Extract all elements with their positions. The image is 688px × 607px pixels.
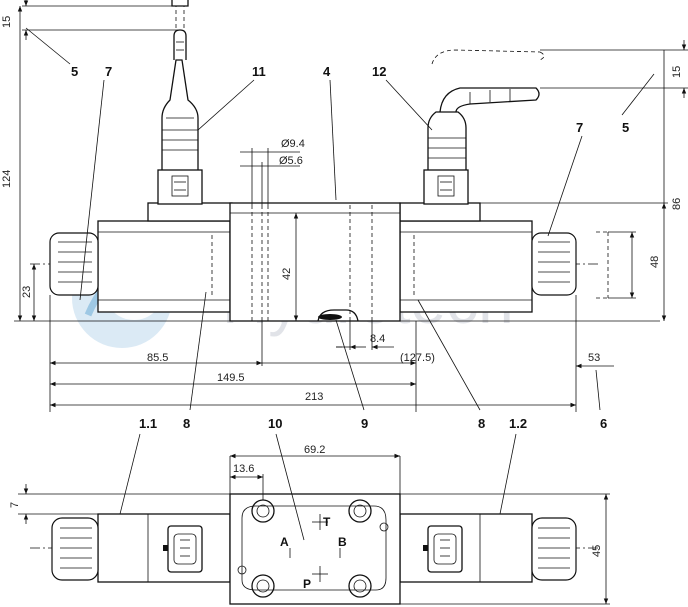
port-P: P <box>303 577 311 591</box>
solenoid-housing-right <box>399 220 533 313</box>
connector-socket-left <box>163 525 203 573</box>
connector-base-right <box>399 202 481 222</box>
dim-42: 42 <box>281 268 293 280</box>
dim-15-left: 15 <box>1 16 13 28</box>
callout-10: 10 <box>268 416 282 431</box>
callout-4: 4 <box>323 64 331 79</box>
callout-11: 11 <box>252 64 266 79</box>
callout-8-left: 8 <box>183 416 190 431</box>
port-labels: T A B P <box>280 515 347 591</box>
dim-8-4: 8.4 <box>370 333 385 345</box>
plug-connector-left <box>157 0 203 205</box>
callout-7-left: 7 <box>105 64 112 79</box>
connector-base-left <box>147 202 233 222</box>
dim-dia-5-6: Ø5.6 <box>279 155 303 167</box>
dim-85-5: 85.5 <box>147 352 168 364</box>
manual-override-knob-right <box>531 232 577 296</box>
dim-127-5: (127.5) <box>400 352 435 364</box>
dim-dia-9-4: Ø9.4 <box>281 138 305 150</box>
knob-top-left <box>51 517 99 581</box>
valve-body <box>229 202 401 322</box>
callout-7-right: 7 <box>576 120 583 135</box>
port-B: B <box>338 535 347 549</box>
callout-9: 9 <box>361 416 368 431</box>
callout-1-1: 1.1 <box>139 416 157 431</box>
callout-8-right: 8 <box>478 416 485 431</box>
dim-86: 86 <box>671 198 683 210</box>
top-view <box>18 433 610 605</box>
callout-5-left: 5 <box>71 64 78 79</box>
dim-48: 48 <box>649 256 661 268</box>
plug-connector-right <box>423 49 545 205</box>
dim-23: 23 <box>21 286 33 298</box>
manual-override-knob-left <box>49 232 99 296</box>
valve-body-top <box>229 493 401 605</box>
port-A: A <box>280 535 289 549</box>
dim-7: 7 <box>9 502 21 508</box>
solenoid-top-right <box>399 513 533 583</box>
callout-1-2: 1.2 <box>509 416 527 431</box>
dim-213: 213 <box>305 391 323 403</box>
dim-53: 53 <box>588 352 600 364</box>
dim-45: 45 <box>591 545 603 557</box>
solenoid-housing-left <box>97 220 231 313</box>
dim-149-5: 149.5 <box>217 372 245 384</box>
knob-top-right <box>531 517 577 581</box>
dim-13-6: 13.6 <box>233 463 254 475</box>
dimension-labels: 15 124 23 Ø9.4 Ø5.6 42 15 86 48 8.4 (127… <box>1 16 683 557</box>
side-view <box>14 0 688 412</box>
dim-15-right: 15 <box>671 66 683 78</box>
callout-6: 6 <box>600 416 607 431</box>
callout-12: 12 <box>372 64 386 79</box>
connector-socket-right <box>423 525 463 573</box>
dim-69-2: 69.2 <box>304 444 325 456</box>
callout-5-right: 5 <box>622 120 629 135</box>
dim-124: 124 <box>1 170 13 188</box>
port-T: T <box>323 515 331 529</box>
callout-labels: 5 7 11 4 12 5 7 8 9 8 6 1.1 10 1.2 <box>71 64 629 431</box>
